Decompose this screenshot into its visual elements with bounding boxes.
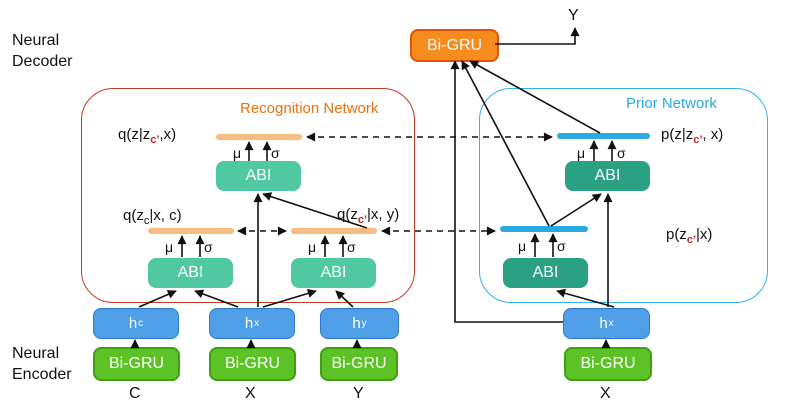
recognition-abi-top-box: ABI	[216, 161, 301, 191]
formula-post: |x, y)	[367, 206, 400, 223]
mu-symbol: μ	[308, 239, 317, 255]
prior-sample-bar-bottom	[500, 226, 588, 232]
formula-pre: q(z	[337, 206, 358, 223]
mu-symbol: μ	[233, 145, 242, 161]
formula-sub-cprime: c’	[357, 214, 368, 226]
label-p-zcprime-given-x: p(zc’|x)	[666, 226, 712, 246]
formula-sub-cprime: c’	[686, 234, 697, 246]
input-label-x: X	[245, 385, 256, 402]
h-sup: c	[138, 318, 144, 329]
recognition-abi-left-box: ABI	[148, 258, 233, 288]
recognition-sample-bar-left	[148, 228, 234, 234]
formula-pre: p(z|z	[661, 126, 694, 143]
formula-sub-c: c	[143, 215, 150, 227]
recognition-abi-right-box: ABI	[291, 258, 376, 288]
prior-abi-top-box: ABI	[565, 161, 650, 191]
sigma-symbol: σ	[557, 238, 566, 254]
encoder-bigru-y-box: Bi-GRU	[320, 347, 398, 381]
formula-post: , x)	[702, 126, 724, 143]
decoder-output-label: Y	[568, 7, 579, 24]
formula-pre: p(z	[666, 226, 687, 243]
recognition-sample-bar-right	[291, 228, 377, 234]
label-q-z-given-zcprime-x: q(z|zc’,x)	[118, 126, 176, 146]
formula-post: |x, c)	[149, 207, 182, 224]
label-q-zcprime-given-x-y: q(zc’|x, y)	[337, 206, 399, 226]
mu-symbol: μ	[577, 145, 586, 161]
formula-post: ,x)	[159, 126, 177, 143]
neural-encoder-label: Neural Encoder	[12, 343, 72, 385]
decoder-bigru-box: Bi-GRU	[410, 29, 499, 62]
h-base: h	[599, 315, 608, 332]
neural-encoder-line1: Neural	[12, 345, 60, 362]
h-sup: x	[608, 318, 614, 329]
arrow-decoder-to-output-y	[495, 27, 580, 45]
recognition-sample-bar-top	[216, 134, 302, 140]
sigma-symbol: σ	[617, 145, 626, 161]
recognition-network-title: Recognition Network	[240, 100, 379, 117]
recognition-network-box	[81, 88, 415, 303]
encoder-bigru-x-box: Bi-GRU	[209, 347, 296, 381]
neural-encoder-line2: Encoder	[12, 366, 72, 383]
neural-decoder-line1: Neural	[12, 32, 60, 49]
label-q-zc-given-x-c: q(zc|x, c)	[123, 207, 182, 227]
h-base: h	[244, 315, 254, 332]
h-sup: x	[254, 318, 260, 329]
formula-pre: q(z|z	[118, 126, 151, 143]
sigma-symbol: σ	[204, 239, 213, 255]
neural-decoder-label: Neural Decoder	[12, 30, 72, 72]
input-label-c: C	[129, 385, 141, 402]
h-sup: y	[361, 318, 367, 329]
prior-sample-bar-top	[557, 133, 650, 139]
sigma-symbol: σ	[271, 145, 280, 161]
label-p-z-given-zcprime-x: p(z|zc’, x)	[661, 126, 723, 146]
encoder-bigru-x2-box: Bi-GRU	[564, 347, 652, 381]
sigma-symbol: σ	[347, 239, 356, 255]
formula-sub-cprime: c’	[693, 134, 703, 146]
input-label-x2: X	[600, 385, 611, 402]
formula-pre: q(z	[123, 207, 144, 224]
input-label-y: Y	[353, 385, 364, 402]
prior-network-title: Prior Network	[626, 95, 717, 112]
h-base: h	[128, 315, 138, 332]
neural-decoder-line2: Decoder	[12, 53, 73, 70]
mu-symbol: μ	[518, 238, 527, 254]
mu-symbol: μ	[165, 239, 174, 255]
formula-sub-cprime: c’	[150, 134, 160, 146]
prior-abi-bottom-box: ABI	[503, 258, 588, 288]
h-base: h	[352, 315, 361, 332]
encoder-bigru-c-box: Bi-GRU	[93, 347, 180, 381]
formula-post: |x)	[696, 226, 713, 243]
